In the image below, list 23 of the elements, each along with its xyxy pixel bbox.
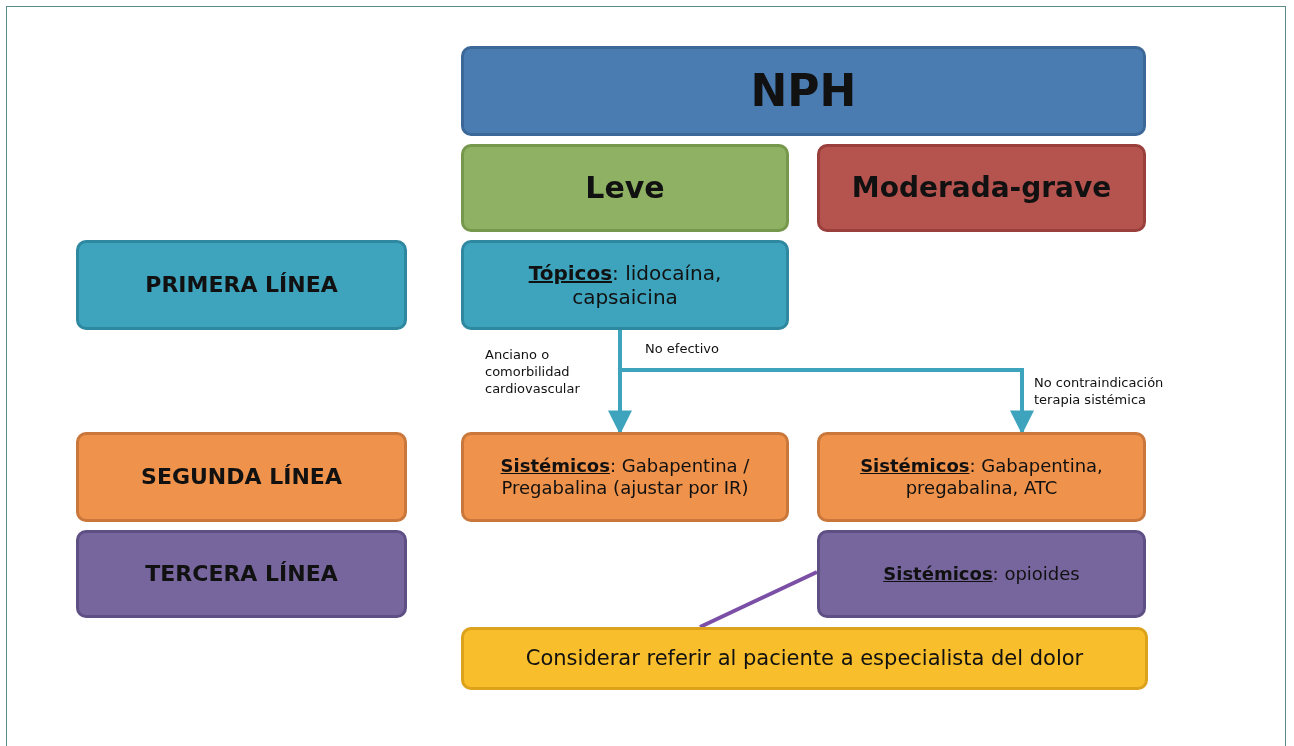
row-header-box <box>76 530 407 618</box>
node-text: Tópicos: lidocaína, capsaicina <box>527 261 723 309</box>
connector-line <box>699 570 818 629</box>
referral-box <box>461 627 1148 690</box>
category-box <box>817 144 1146 232</box>
treatment-box <box>817 530 1146 618</box>
node-text: NPH <box>750 64 857 118</box>
node-text: Sistémicos: Gabapentina / Pregabalina (ajustar por IR) <box>499 455 751 499</box>
treatment-box <box>817 432 1146 522</box>
node-text: Moderada-grave <box>851 171 1112 205</box>
treatment-box <box>461 240 789 330</box>
row-header-box <box>76 240 407 330</box>
node-text: Sistémicos: opioides <box>883 563 1080 585</box>
row-header-box <box>76 432 407 522</box>
node-text: Sistémicos: Gabapentina, pregabalina, ATC <box>859 455 1104 499</box>
treatment-box <box>461 432 789 522</box>
node-text: Leve <box>585 170 665 206</box>
node-text: SEGUNDA LÍNEA <box>141 463 342 491</box>
node-text: PRIMERA LÍNEA <box>145 271 338 299</box>
category-box <box>461 144 789 232</box>
title-box <box>461 46 1146 136</box>
node-text: TERCERA LÍNEA <box>145 560 338 588</box>
node-text: Considerar referir al paciente a especialista del dolor <box>525 645 1084 672</box>
